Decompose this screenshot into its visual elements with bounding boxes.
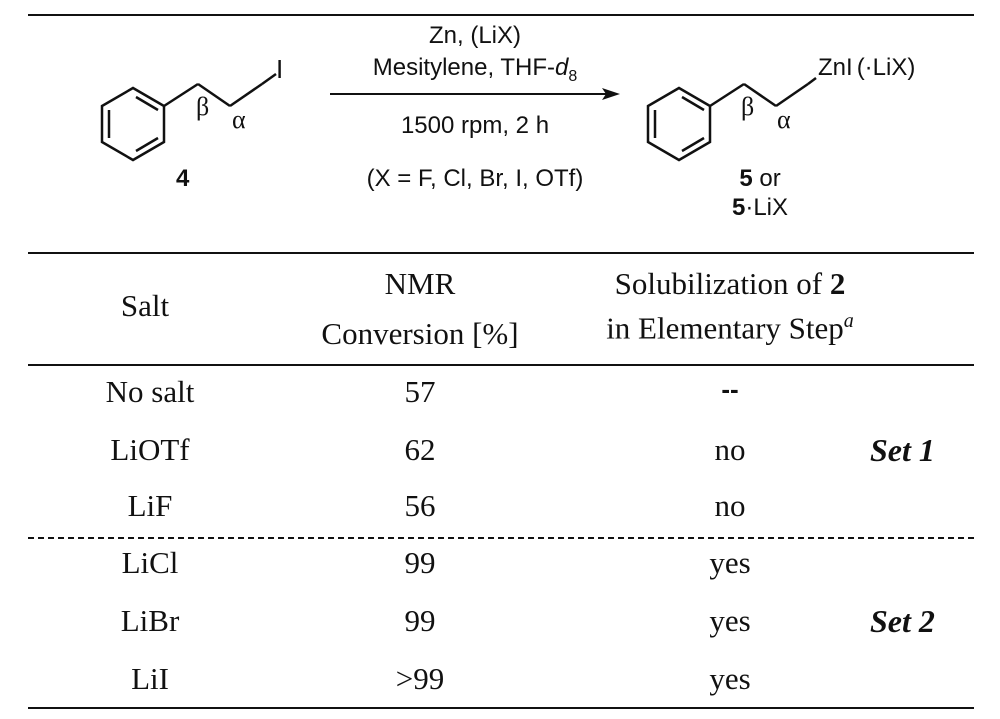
product-zinc-group: ZnI(·LiX) [818,54,915,82]
solvent-text: Mesitylene, THF- [372,54,555,81]
row-salt: LiF [127,488,173,523]
solvent-d: d [555,54,569,81]
product-beta-label: β [741,92,755,121]
bottom-rule [28,707,974,709]
set-2-label: Set 2 [870,603,935,639]
row-conversion: >99 [395,661,445,696]
conditions-rpm-time: 1500 rpm, 2 h [400,112,550,139]
top-rule [28,14,974,16]
row-conversion: 99 [404,545,436,580]
row-solubilization: no [714,432,746,467]
row-salt: LiCl [121,545,179,580]
product-alpha-label: α [777,105,791,134]
conditions-x-definition: (X = F, Cl, Br, I, OTf) [366,165,584,192]
reactant-beta-label: β [196,92,210,121]
set-divider [28,537,974,539]
sol-text-b: in Elementary Step [606,310,844,346]
row-salt: LiOTf [110,432,190,467]
header-nmr-line2: Conversion [%] [321,316,519,351]
sol-text-a: Solubilization of [614,266,830,301]
row-salt: No salt [105,374,195,409]
reactant-halogen: I [276,54,284,84]
row-salt: LiBr [120,603,180,638]
row-solubilization: yes [709,661,751,696]
header-salt: Salt [120,288,170,323]
footnote-marker: a [843,310,854,332]
reactant-structure [100,72,277,162]
scheme-table-rule [28,252,974,254]
header-rule [28,364,974,366]
row-conversion: 62 [404,432,436,467]
solvent-subscript: 8 [568,67,578,85]
product-number-line2: 5·LiX [690,194,830,222]
product-structure [646,77,817,162]
row-solubilization: yes [709,603,751,638]
row-solubilization: -- [721,374,739,404]
header-nmr-line1: NMR [384,266,456,301]
header-solubilization-line2: in Elementary Stepa [560,310,900,346]
conditions-solvent: Mesitylene, THF-d8 [310,54,640,86]
row-conversion: 99 [404,603,436,638]
reactant-alpha-label: α [232,105,246,134]
sol-compound-2: 2 [829,266,846,301]
set-1-label: Set 1 [870,432,935,468]
product-number-line1: 5 or [690,165,830,193]
product-adduct: (·LiX) [856,54,916,81]
product-zni: ZnI [818,54,853,81]
product-or: or [752,165,781,192]
row-salt: LiI [131,661,169,696]
row-solubilization: yes [709,545,751,580]
product-num5b: 5 [731,194,746,221]
product-num5: 5 [739,165,753,192]
row-solubilization: no [714,488,746,523]
reactant-number: 4 [176,165,190,192]
product-lix: ·LiX [745,194,789,221]
conditions-reagent: Zn, (LiX) [428,22,521,49]
row-conversion: 56 [404,488,436,523]
header-solubilization-line1: Solubilization of 2 [560,266,900,302]
row-conversion: 57 [404,374,436,409]
reaction-arrow [330,88,620,100]
